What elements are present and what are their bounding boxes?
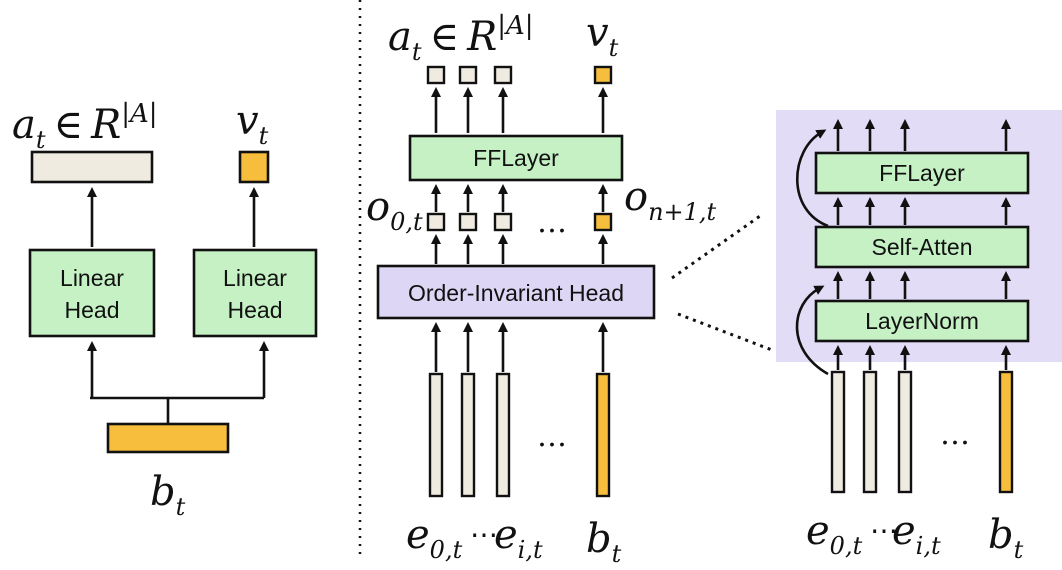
right-ff-layer-label: FFLayer xyxy=(879,160,965,186)
left-input-bar xyxy=(106,422,230,454)
middle-output-square-2 xyxy=(458,65,478,85)
middle-input-bar-e1 xyxy=(460,372,476,498)
left-value-head-label-line1: Linear xyxy=(223,265,287,291)
left-policy-output-label: at∈R|A| xyxy=(12,99,158,154)
left-policy-head-label-line2: Head xyxy=(65,297,120,323)
right-input-bar-e0 xyxy=(830,370,846,494)
middle-input-bar-b xyxy=(595,372,611,498)
middle-output-square-3 xyxy=(493,65,513,85)
order-invariant-head-label: Order-Invariant Head xyxy=(408,280,624,306)
right-layer-norm-box xyxy=(814,299,1030,343)
right-layer-norm-label: LayerNorm xyxy=(865,308,979,334)
middle-ff-layer-box xyxy=(408,134,624,182)
middle-panel: at∈R|A| vt FFLayer o0,t on+1,t … xyxy=(366,10,717,568)
left-value-output-label: vt xyxy=(236,98,269,150)
right-panel: FFLayer Self-Atten LayerNorm … e0,t xyxy=(776,110,1062,564)
middle-input-bar-ei xyxy=(495,372,511,498)
middle-o-ellipsis: … xyxy=(537,205,567,240)
zoom-line-top xyxy=(671,214,761,280)
middle-input-label-dots: ⋯ xyxy=(470,518,498,551)
right-input-bar-b xyxy=(998,370,1014,494)
middle-input-b-label: bt xyxy=(586,516,622,568)
right-residual-curve-bottom xyxy=(795,285,829,376)
middle-o-square-2 xyxy=(458,212,478,232)
middle-o-square-last xyxy=(593,212,613,232)
right-input-label-dots: ⋯ xyxy=(870,514,898,547)
right-input-ellipsis: … xyxy=(940,417,970,452)
right-self-atten-box xyxy=(814,225,1030,269)
middle-o-first-label: o0,t xyxy=(366,184,423,236)
zoom-line-bottom xyxy=(677,312,773,352)
right-input-b-label: bt xyxy=(988,512,1024,564)
order-invariant-head-box xyxy=(376,264,656,320)
middle-ff-layer-label: FFLayer xyxy=(473,145,559,171)
right-ff-layer-box xyxy=(814,151,1030,195)
middle-o-square-1 xyxy=(426,212,446,232)
left-panel: at∈R|A| vt Linear Head Linear Head bt xyxy=(12,98,318,521)
middle-input-ellipsis: … xyxy=(537,419,567,454)
middle-output-square-value xyxy=(593,65,613,85)
right-input-ei-label: ei,t xyxy=(892,508,941,560)
middle-output-square-1 xyxy=(426,65,446,85)
left-policy-output-bar xyxy=(30,150,154,184)
left-value-output-square xyxy=(238,150,270,184)
middle-input-ei-label: ei,t xyxy=(494,512,543,564)
middle-o-square-3 xyxy=(493,212,513,232)
middle-value-output-label: vt xyxy=(586,10,619,62)
right-input-bar-ei xyxy=(897,370,913,494)
right-residual-curve-top xyxy=(795,129,829,228)
middle-o-last-label: on+1,t xyxy=(624,174,717,226)
left-policy-linear-head xyxy=(28,248,156,338)
left-value-head-label-line2: Head xyxy=(228,297,283,323)
left-value-linear-head xyxy=(192,248,318,338)
middle-input-bar-e0 xyxy=(428,372,444,498)
middle-policy-output-label: at∈R|A| xyxy=(388,11,534,66)
right-input-bar-e1 xyxy=(862,370,878,494)
right-input-e0-label: e0,t xyxy=(806,508,863,560)
left-policy-head-label-line1: Linear xyxy=(60,265,124,291)
middle-input-e0-label: e0,t xyxy=(406,512,463,564)
left-input-label: bt xyxy=(150,469,186,521)
right-self-atten-label: Self-Atten xyxy=(872,234,973,260)
